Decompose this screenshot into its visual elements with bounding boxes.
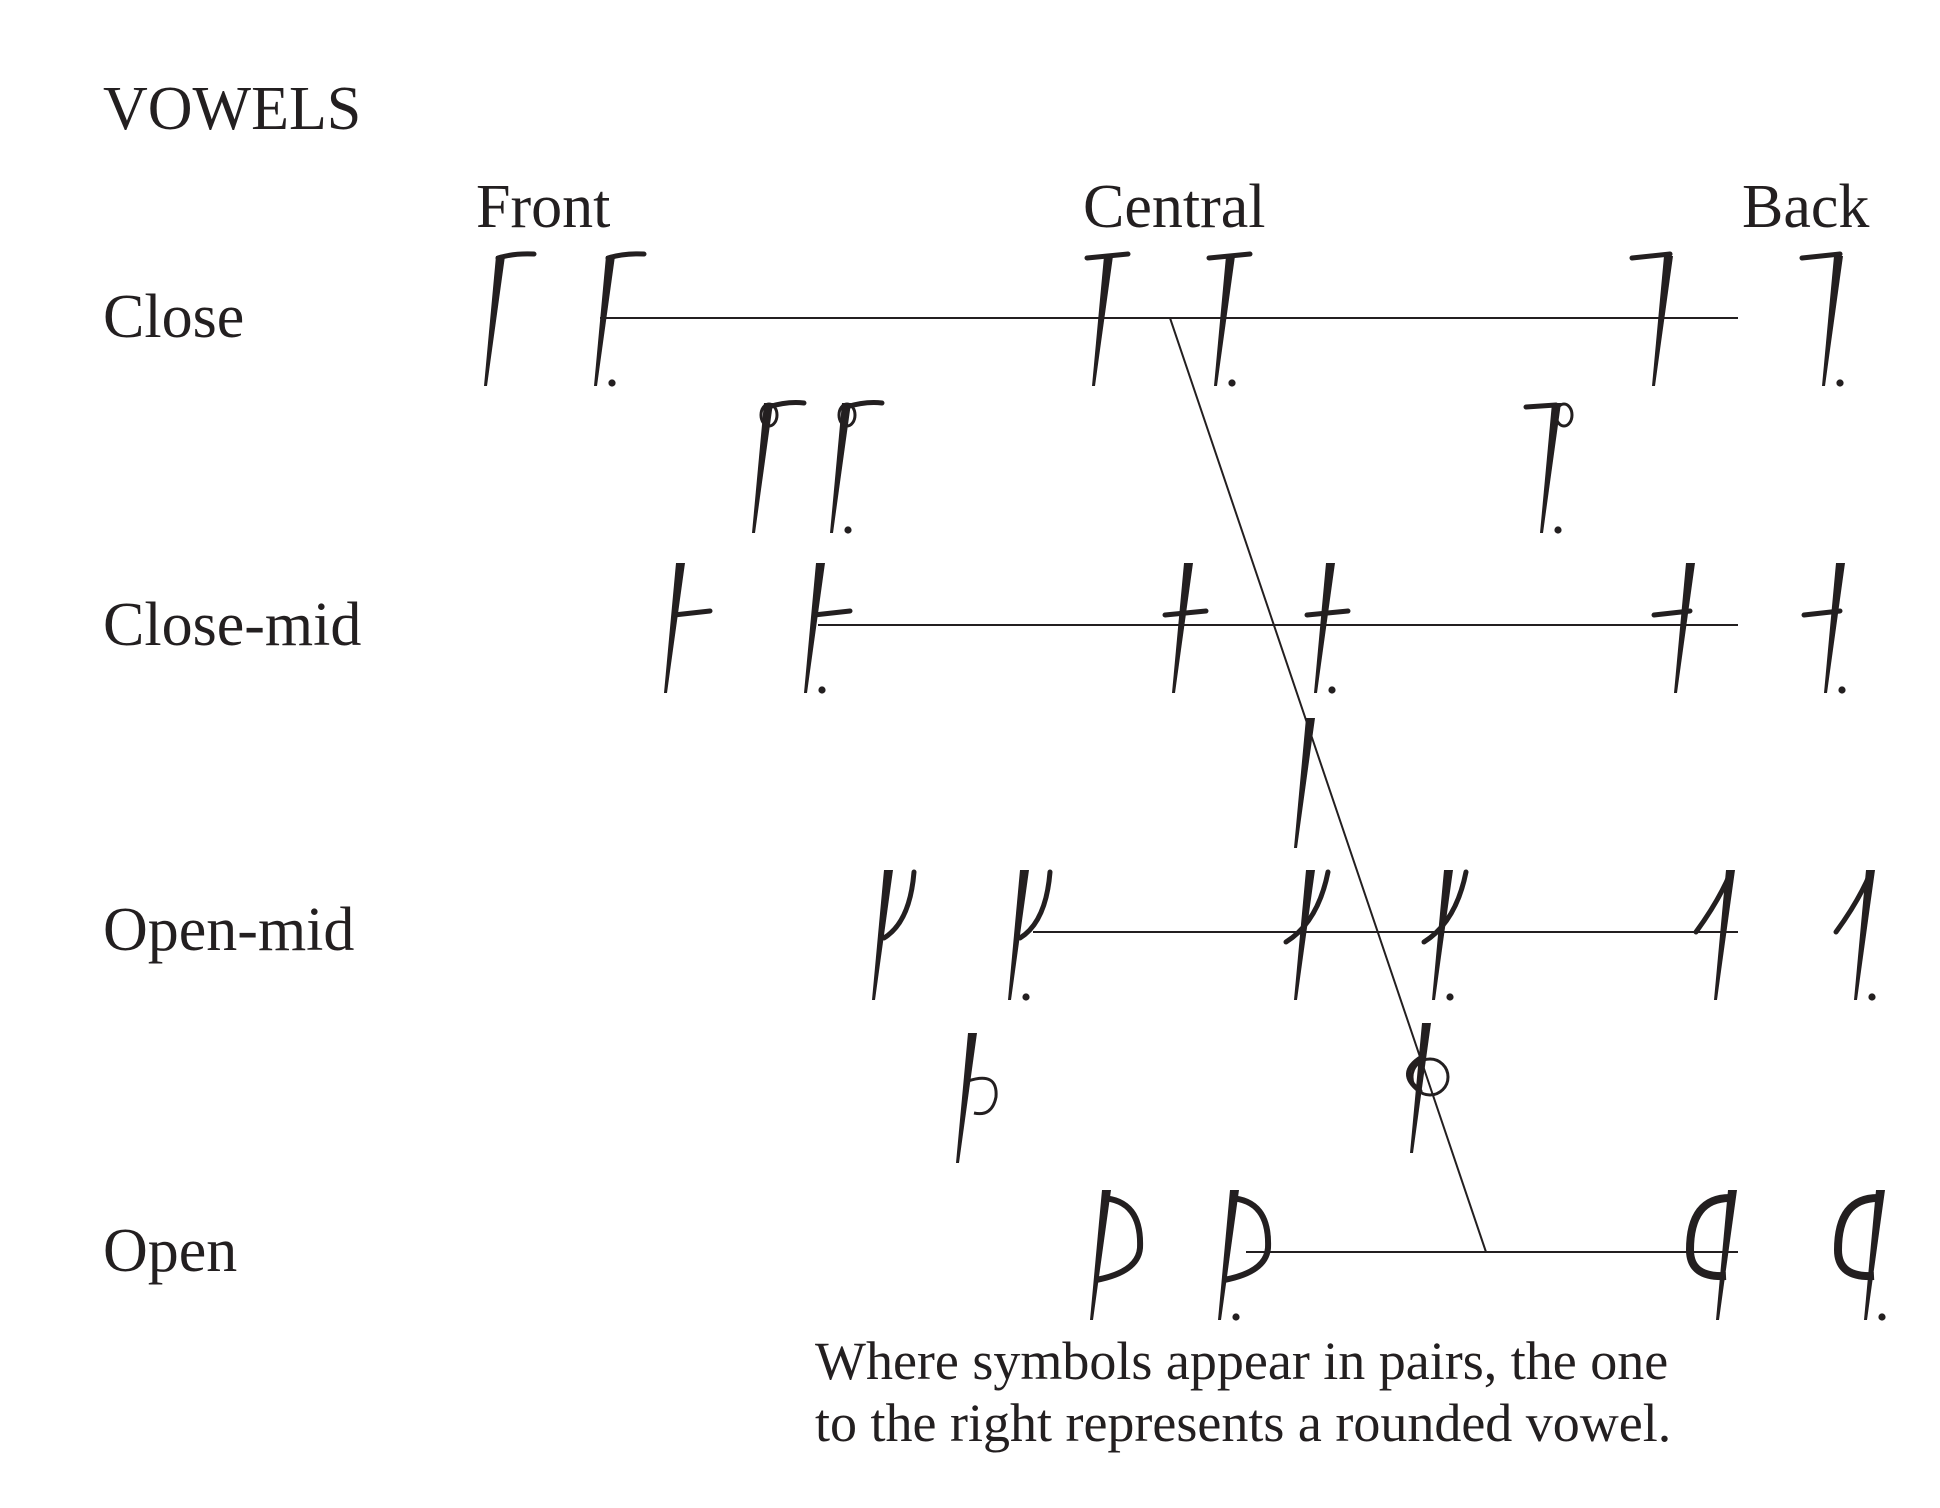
vowel-symbol-close-mid-central-unrounded xyxy=(1162,563,1209,693)
row-label-close: Close xyxy=(103,283,245,351)
row-label-open-mid: Open-mid xyxy=(103,896,355,964)
vowel-symbol-open-mid-back-rounded xyxy=(1833,870,1876,1001)
vowel-symbol-close-mid-front-rounded xyxy=(804,563,853,694)
vowel-symbol-near-close-back-rounded xyxy=(1523,402,1574,534)
trapezoid-lines xyxy=(600,317,1738,1253)
vowel-symbol-open-back-unrounded xyxy=(1685,1190,1737,1320)
vowel-symbol-open-mid-central-unrounded xyxy=(1283,869,1331,1000)
vowel-symbol-close-front-unrounded xyxy=(484,251,537,386)
vowel-symbol-close-front-rounded xyxy=(594,251,647,387)
vowel-symbol-close-mid-back-rounded xyxy=(1801,563,1846,694)
central-diagonal-line xyxy=(1169,317,1487,1253)
caption: Where symbols appear in pairs, the one t… xyxy=(815,1330,1865,1454)
vowel-symbol-open-front-unrounded xyxy=(1090,1190,1144,1320)
vowel-symbol-open-mid-front-rounded xyxy=(1008,869,1053,1001)
vowel-symbol-open-mid-front-unrounded xyxy=(872,869,917,1000)
vowel-symbol-near-close-front-rounded xyxy=(830,400,885,534)
vowel-symbol-close-central-unrounded xyxy=(1084,251,1131,386)
vowel-symbol-open-mid-back-unrounded xyxy=(1693,870,1735,1000)
column-label-back: Back xyxy=(1742,173,1870,241)
vowel-symbol-close-mid-front-unrounded xyxy=(664,563,713,693)
column-label-central: Central xyxy=(1083,173,1266,241)
caption-line-1: Where symbols appear in pairs, the one xyxy=(815,1331,1669,1391)
vowel-symbol-close-mid-back-unrounded xyxy=(1651,563,1695,693)
vowel-symbol-close-mid-central-rounded xyxy=(1304,563,1351,694)
vowel-symbol-open-back-rounded xyxy=(1833,1190,1886,1321)
vowel-symbol-near-open-front-unrounded xyxy=(956,1033,998,1163)
vowel-symbol-mid-central xyxy=(1294,718,1315,848)
chart-title: VOWELS xyxy=(103,75,362,143)
vowel-symbol-close-back-unrounded xyxy=(1629,251,1673,386)
vowel-symbol-near-close-front-unrounded xyxy=(752,400,807,533)
row-label-open: Open xyxy=(103,1217,238,1285)
vowel-symbol-near-open-central xyxy=(1406,1023,1450,1153)
vowel-symbol-open-mid-central-rounded xyxy=(1421,869,1469,1001)
column-label-front: Front xyxy=(476,173,611,241)
row-label-close-mid: Close-mid xyxy=(103,591,362,659)
vowel-symbol-open-front-rounded xyxy=(1218,1190,1272,1321)
caption-line-2: to the right represents a rounded vowel. xyxy=(815,1393,1672,1453)
vowel-symbol-close-back-rounded xyxy=(1799,251,1844,387)
vowel-symbol-close-central-rounded xyxy=(1206,251,1253,387)
vowel-symbols xyxy=(484,251,1886,1321)
